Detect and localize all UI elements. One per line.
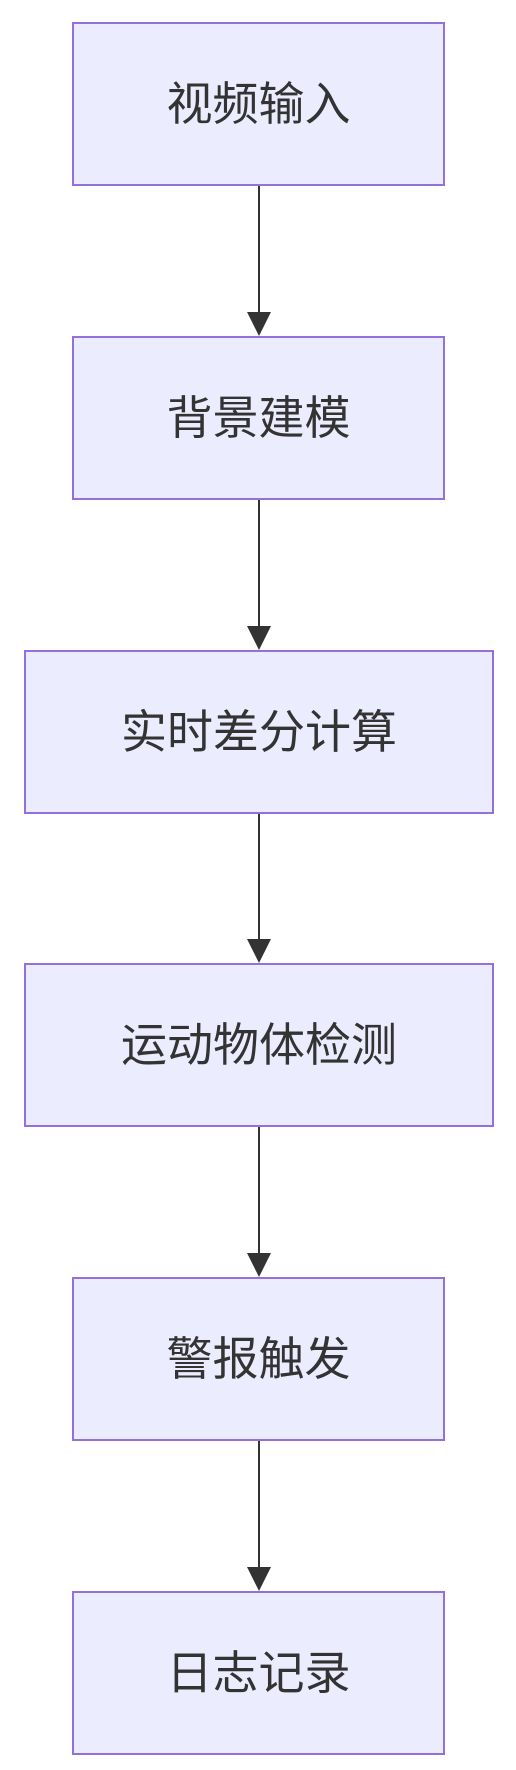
arrowhead-icon	[247, 626, 271, 650]
edge-detection-to-alarm	[247, 1127, 271, 1277]
arrowhead-icon	[247, 939, 271, 963]
arrowhead-icon	[247, 312, 271, 336]
node-label: 视频输入	[166, 77, 351, 131]
node-label: 警报触发	[166, 1332, 351, 1386]
edge-differencing-to-detection	[247, 814, 271, 963]
node-label: 背景建模	[166, 391, 351, 445]
arrowhead-icon	[247, 1567, 271, 1591]
node-video-input: 视频输入	[72, 22, 445, 186]
node-background-modeling: 背景建模	[72, 336, 445, 500]
node-log-record: 日志记录	[72, 1591, 445, 1755]
edge-background-modeling-to-differencing	[247, 500, 271, 650]
arrowhead-icon	[247, 1253, 271, 1277]
node-realtime-differencing: 实时差分计算	[24, 650, 494, 814]
edge-alarm-to-logging	[247, 1441, 271, 1591]
node-label: 实时差分计算	[121, 705, 397, 759]
node-label: 日志记录	[166, 1646, 351, 1700]
edge-video-input-to-background-modeling	[247, 186, 271, 336]
node-label: 运动物体检测	[121, 1018, 397, 1072]
node-motion-detection: 运动物体检测	[24, 963, 494, 1127]
node-alarm-trigger: 警报触发	[72, 1277, 445, 1441]
